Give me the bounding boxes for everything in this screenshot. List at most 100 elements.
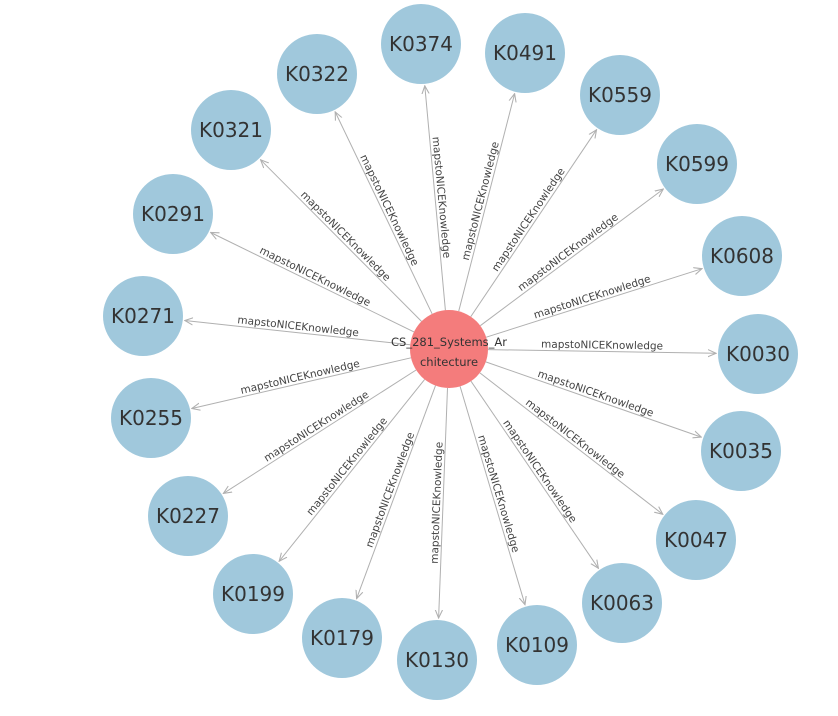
- node-circle[interactable]: [656, 500, 736, 580]
- center-node-label-line2: chitecture: [420, 355, 478, 369]
- node-label: K0035: [709, 439, 773, 463]
- edge-label: mapstoNICEKnowledge: [475, 434, 521, 554]
- node-label: K0255: [119, 406, 183, 430]
- edge-line: [357, 385, 436, 599]
- edge-K0491: mapstoNICEKnowledge: [458, 94, 515, 312]
- edge-line: [458, 94, 515, 312]
- edge-line: [185, 321, 411, 346]
- node-K0559[interactable]: K0559: [580, 55, 660, 135]
- edge-line: [470, 130, 597, 317]
- node-K0035[interactable]: K0035: [701, 411, 781, 491]
- node-K0491[interactable]: K0491: [485, 13, 565, 93]
- edge-line: [480, 189, 663, 327]
- node-layer: K0374 K0491K0559K0599K0608K0030K0035K0047…: [103, 4, 798, 700]
- edge-K0271: mapstoNICEKnowledge: [185, 314, 411, 346]
- node-circle[interactable]: [701, 411, 781, 491]
- node-circle[interactable]: [702, 216, 782, 296]
- edge-line: [459, 386, 525, 604]
- node-K0599[interactable]: K0599: [657, 124, 737, 204]
- edge-K0608: mapstoNICEKnowledge: [486, 269, 702, 338]
- node-label: K0047: [664, 528, 728, 552]
- edge-line: [279, 379, 425, 562]
- node-K0322[interactable]: K0322: [277, 34, 357, 114]
- node-circle[interactable]: [497, 605, 577, 685]
- edge-line: [479, 372, 663, 514]
- node-K0227[interactable]: K0227: [148, 476, 228, 556]
- node-circle[interactable]: [397, 620, 477, 700]
- edge-K0109: mapstoNICEKnowledge: [459, 386, 525, 604]
- node-K0271[interactable]: K0271: [103, 276, 183, 356]
- edge-line: [485, 361, 702, 437]
- node-circle[interactable]: [191, 90, 271, 170]
- edge-K0130: mapstoNICEKnowledge: [429, 387, 448, 618]
- edge-label: mapstoNICEKnowledge: [429, 442, 446, 564]
- edge-K0047: mapstoNICEKnowledge: [479, 372, 663, 514]
- edge-line: [470, 380, 598, 568]
- node-circle[interactable]: [277, 34, 357, 114]
- node-label: K0599: [665, 152, 729, 176]
- node-label: K0271: [111, 304, 175, 328]
- edge-line: [335, 112, 433, 315]
- node-label: K0321: [199, 118, 263, 142]
- node-label: K0063: [590, 591, 654, 615]
- edge-K0179: mapstoNICEKnowledge: [357, 385, 436, 599]
- node-K0130[interactable]: K0130: [397, 620, 477, 700]
- edge-K0255: mapstoNICEKnowledge: [192, 357, 412, 409]
- center-node-label-line1: CS_281_Systems_Ar: [391, 335, 507, 349]
- node-K0291[interactable]: K0291: [133, 174, 213, 254]
- node-label: K0130: [405, 648, 469, 672]
- edge-line: [223, 369, 417, 493]
- node-circle[interactable]: [213, 554, 293, 634]
- node-label: K0227: [156, 504, 220, 528]
- edge-label: mapstoNICEKnowledge: [364, 431, 418, 550]
- node-circle[interactable]: [381, 4, 461, 84]
- node-label: K0030: [726, 342, 790, 366]
- node-K0321[interactable]: K0321: [191, 90, 271, 170]
- node-circle[interactable]: [302, 598, 382, 678]
- node-K0179[interactable]: K0179: [302, 598, 382, 678]
- node-circle[interactable]: [485, 13, 565, 93]
- node-K0199[interactable]: K0199: [213, 554, 293, 634]
- center-node[interactable]: CS_281_Systems_Ar chitecture: [391, 310, 507, 388]
- node-label: K0179: [310, 626, 374, 650]
- node-K0047[interactable]: K0047: [656, 500, 736, 580]
- edge-line: [486, 269, 702, 338]
- edge-label: mapstoNICEKnowledge: [460, 140, 502, 261]
- node-label: K0291: [141, 202, 205, 226]
- edge-label: mapstoNICEKnowledge: [541, 339, 663, 353]
- edge-line: [261, 160, 422, 322]
- edge-K0035: mapstoNICEKnowledge: [485, 361, 702, 437]
- node-circle[interactable]: [133, 174, 213, 254]
- node-K0608[interactable]: K0608: [702, 216, 782, 296]
- edge-line: [487, 350, 716, 354]
- edge-label: mapstoNICEKnowledge: [536, 368, 655, 420]
- edge-K0030: mapstoNICEKnowledge: [487, 339, 716, 354]
- node-circle[interactable]: [582, 563, 662, 643]
- node-K0255[interactable]: K0255: [111, 378, 191, 458]
- node-circle[interactable]: [103, 276, 183, 356]
- node-K0109[interactable]: K0109: [497, 605, 577, 685]
- edge-line: [192, 357, 412, 409]
- node-K0030[interactable]: K0030: [718, 314, 798, 394]
- node-label: K0559: [588, 83, 652, 107]
- node-label: K0199: [221, 582, 285, 606]
- node-circle[interactable]: [718, 314, 798, 394]
- node-K0374[interactable]: K0374: [381, 4, 461, 84]
- edge-K0374: mapstoNICEKnowledge: [425, 86, 453, 311]
- node-label: K0491: [493, 41, 557, 65]
- node-label: K0322: [285, 62, 349, 86]
- node-circle[interactable]: [148, 476, 228, 556]
- center-node-circle[interactable]: [410, 310, 488, 388]
- node-circle[interactable]: [657, 124, 737, 204]
- node-label: K0374: [389, 32, 453, 56]
- node-label: K0109: [505, 633, 569, 657]
- node-label: K0608: [710, 244, 774, 268]
- edge-label: mapstoNICEKnowledge: [532, 273, 652, 321]
- node-K0063[interactable]: K0063: [582, 563, 662, 643]
- edge-line: [439, 387, 448, 618]
- edge-label: mapstoNICEKnowledge: [237, 314, 360, 339]
- node-circle[interactable]: [580, 55, 660, 135]
- node-circle[interactable]: [111, 378, 191, 458]
- edge-label: mapstoNICEKnowledge: [239, 358, 361, 397]
